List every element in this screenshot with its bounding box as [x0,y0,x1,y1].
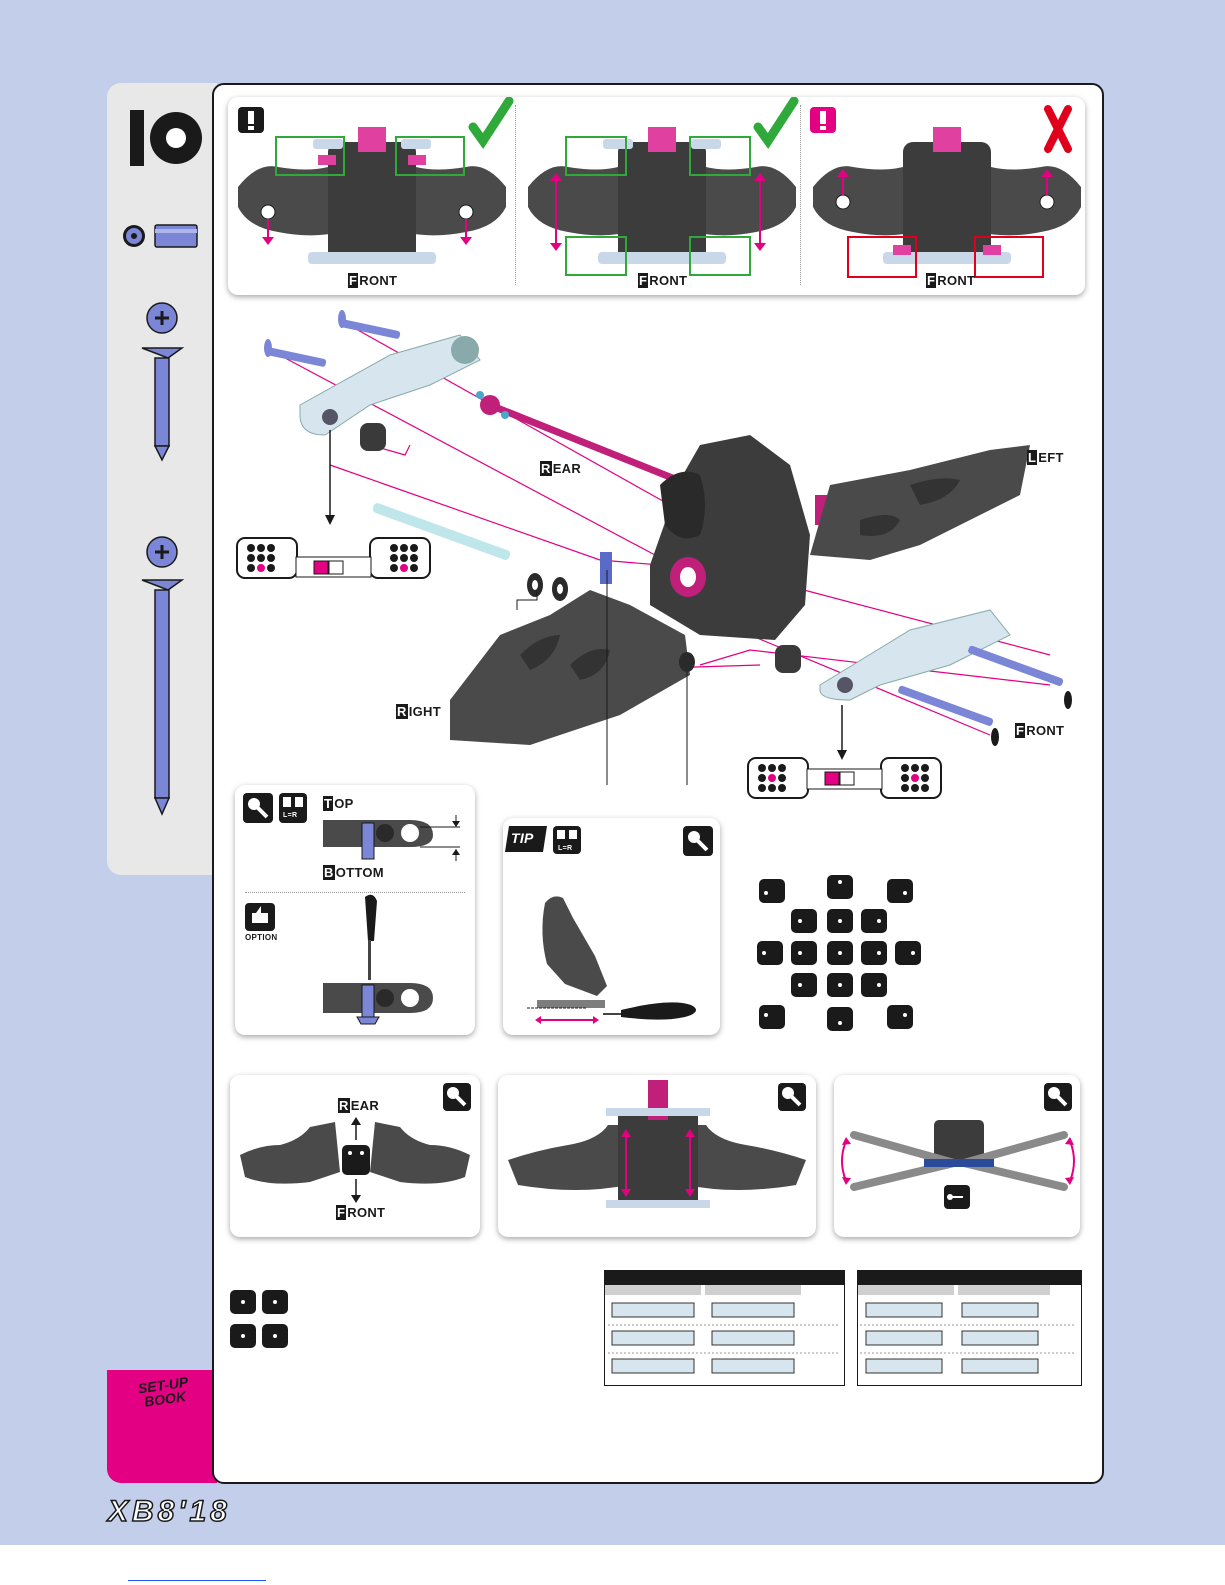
zoom-icon [1044,1083,1072,1111]
warning-icon [238,107,264,133]
tip-graphics [503,818,720,1035]
footer-line [128,1580,266,1581]
spacer-tube-icon [155,225,197,247]
product-logo: XB8'18 [108,1495,231,1529]
check-icon [473,101,509,141]
mini-position-grid [228,1288,292,1352]
page-bottom-margin [0,1545,1225,1585]
zoom-icon [443,1083,471,1111]
diff-assembly-3 [813,127,1081,277]
step-number-graphic [120,98,205,178]
page-margin-right [1172,0,1225,1545]
diff-housing [650,435,810,640]
long-screw-icon [142,537,182,814]
wrench-icon [944,1185,970,1209]
screw-top-1 [338,310,401,339]
hinge-block-rows [612,1303,1038,1373]
lr-label: L=R [558,845,572,852]
check-icon [758,101,794,141]
option-label: OPTION [245,933,277,942]
arm-sweep-graphics [834,1075,1080,1237]
diff-assembly-1 [238,127,506,264]
table-header [605,1271,844,1285]
cross-icon [1048,109,1068,149]
bushing [360,423,386,451]
drive-shaft [490,405,690,485]
short-screw-icon [142,303,182,460]
spacer [600,552,612,584]
position-grid [755,875,925,1035]
washer-icon [123,225,145,247]
bushing [775,645,801,673]
alignment-check-graphics [228,97,1085,295]
lr-label: L=R [283,812,297,819]
hinge-table-graphics [604,1295,1080,1383]
warning-icon-pink [810,107,836,133]
zoom-icon [243,793,273,823]
zoom-icon [778,1083,806,1111]
sidebar-parts [107,200,217,840]
rear-position-selector [236,537,431,579]
thumbs-up-icon [245,903,275,931]
mount-detail-graphics [235,785,475,1035]
right-arm [450,590,690,745]
front-view-graphics [498,1075,816,1237]
front-position-selector [747,757,942,799]
page-margin-left [0,0,55,1585]
table-subheader [705,1285,801,1295]
zoom-icon [683,826,713,856]
table-header [858,1271,1081,1285]
diff-assembly-2 [528,127,796,275]
table-subheader [858,1285,954,1295]
tip-label: TIP [511,830,534,846]
table-subheader [958,1285,1050,1295]
table-subheader [605,1285,701,1295]
